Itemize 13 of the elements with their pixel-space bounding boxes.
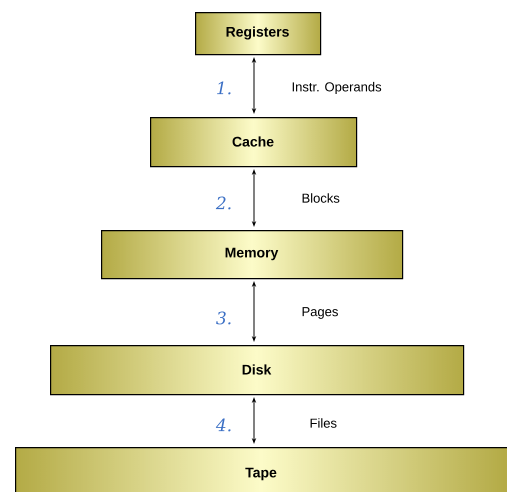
handwritten-number: 3.: [216, 312, 231, 324]
handwritten-number: 2.: [216, 196, 231, 210]
edge-label: Pages: [302, 307, 338, 319]
edge-label: Blocks: [302, 193, 340, 203]
level-box: Tape: [15, 446, 507, 492]
edge-label: Files: [310, 418, 337, 428]
level-box: Registers: [195, 12, 322, 56]
level-box: Memory: [101, 230, 404, 280]
level-box: Cache: [150, 117, 358, 168]
handwritten-number: 1.: [217, 82, 231, 94]
level-box: Disk: [50, 345, 464, 396]
edge-label: Instr. Operands: [292, 82, 382, 94]
handwritten-number: 4.: [216, 418, 231, 432]
